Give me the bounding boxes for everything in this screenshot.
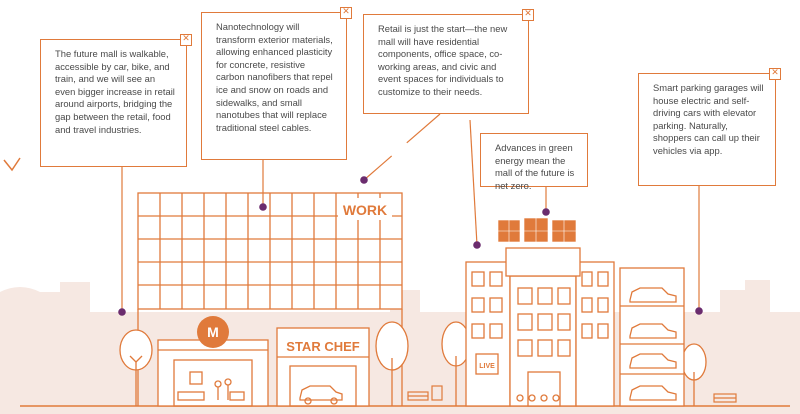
close-icon[interactable]: ✕	[340, 7, 352, 19]
callout-retail: Retail is just the start—the new mall wi…	[363, 9, 534, 114]
solar-panels	[497, 217, 577, 243]
callout-green-energy: Advances in green energy mean the mall o…	[480, 133, 588, 191]
star-chef-sign: STAR CHEF	[286, 339, 359, 354]
callout-smart-parking-text: Smart parking garages will house electri…	[653, 82, 764, 156]
close-icon[interactable]: ✕	[769, 68, 781, 80]
callout-smart-parking: Smart parking garages will house electri…	[638, 68, 781, 186]
trees	[119, 321, 707, 406]
arrow-fragment-icon	[3, 157, 21, 172]
callout-green-energy-text: Advances in green energy mean the mall o…	[495, 142, 575, 191]
parking-garage	[619, 267, 685, 407]
callout-connectors	[121, 113, 700, 312]
close-icon[interactable]: ✕	[180, 34, 192, 46]
callout-nanotechnology: Nanotechnology will transform exterior m…	[201, 7, 352, 160]
callout-walkable-mall: The future mall is walkable, accessible …	[40, 34, 192, 167]
mall-storefront	[157, 316, 269, 407]
work-sign: WORK	[343, 202, 387, 218]
callout-retail-text: Retail is just the start—the new mall wi…	[378, 23, 508, 97]
office-tower	[137, 192, 403, 406]
residential-building	[465, 247, 615, 407]
callout-nanotechnology-text: Nanotechnology will transform exterior m…	[216, 21, 333, 133]
location-pins	[118, 176, 703, 316]
star-chef-restaurant	[276, 327, 370, 407]
street-furniture	[407, 385, 737, 403]
close-icon[interactable]: ✕	[522, 9, 534, 21]
work-sign-backing	[338, 198, 392, 220]
live-sign: LIVE	[479, 363, 495, 370]
mall-logo: M	[207, 324, 219, 340]
callout-walkable-text: The future mall is walkable, accessible …	[55, 48, 175, 135]
